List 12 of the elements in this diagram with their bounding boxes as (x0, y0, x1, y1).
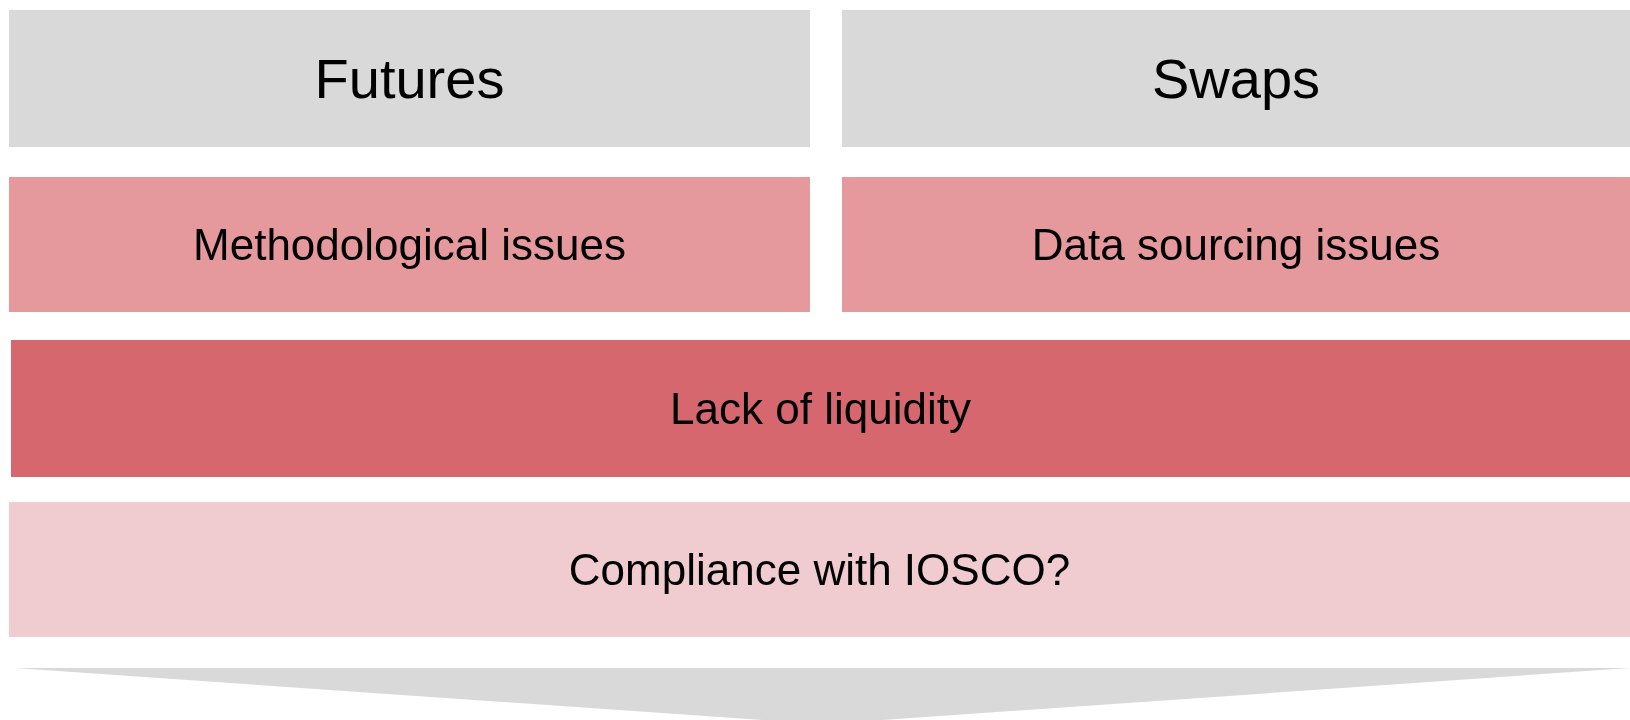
band-label: Data sourcing issues (1031, 219, 1441, 270)
column-heading: Swaps (1151, 46, 1321, 111)
band (11, 340, 1630, 477)
column-heading: Futures (314, 46, 505, 111)
band (9, 502, 1630, 637)
header-box (9, 10, 810, 147)
band-label: Methodological issues (193, 219, 626, 270)
band-label: Compliance with IOSCO? (568, 544, 1071, 595)
issue-box (842, 177, 1630, 312)
band-label: Lack of liquidity (670, 383, 971, 434)
header-box (842, 10, 1630, 147)
issue-box (9, 177, 810, 312)
